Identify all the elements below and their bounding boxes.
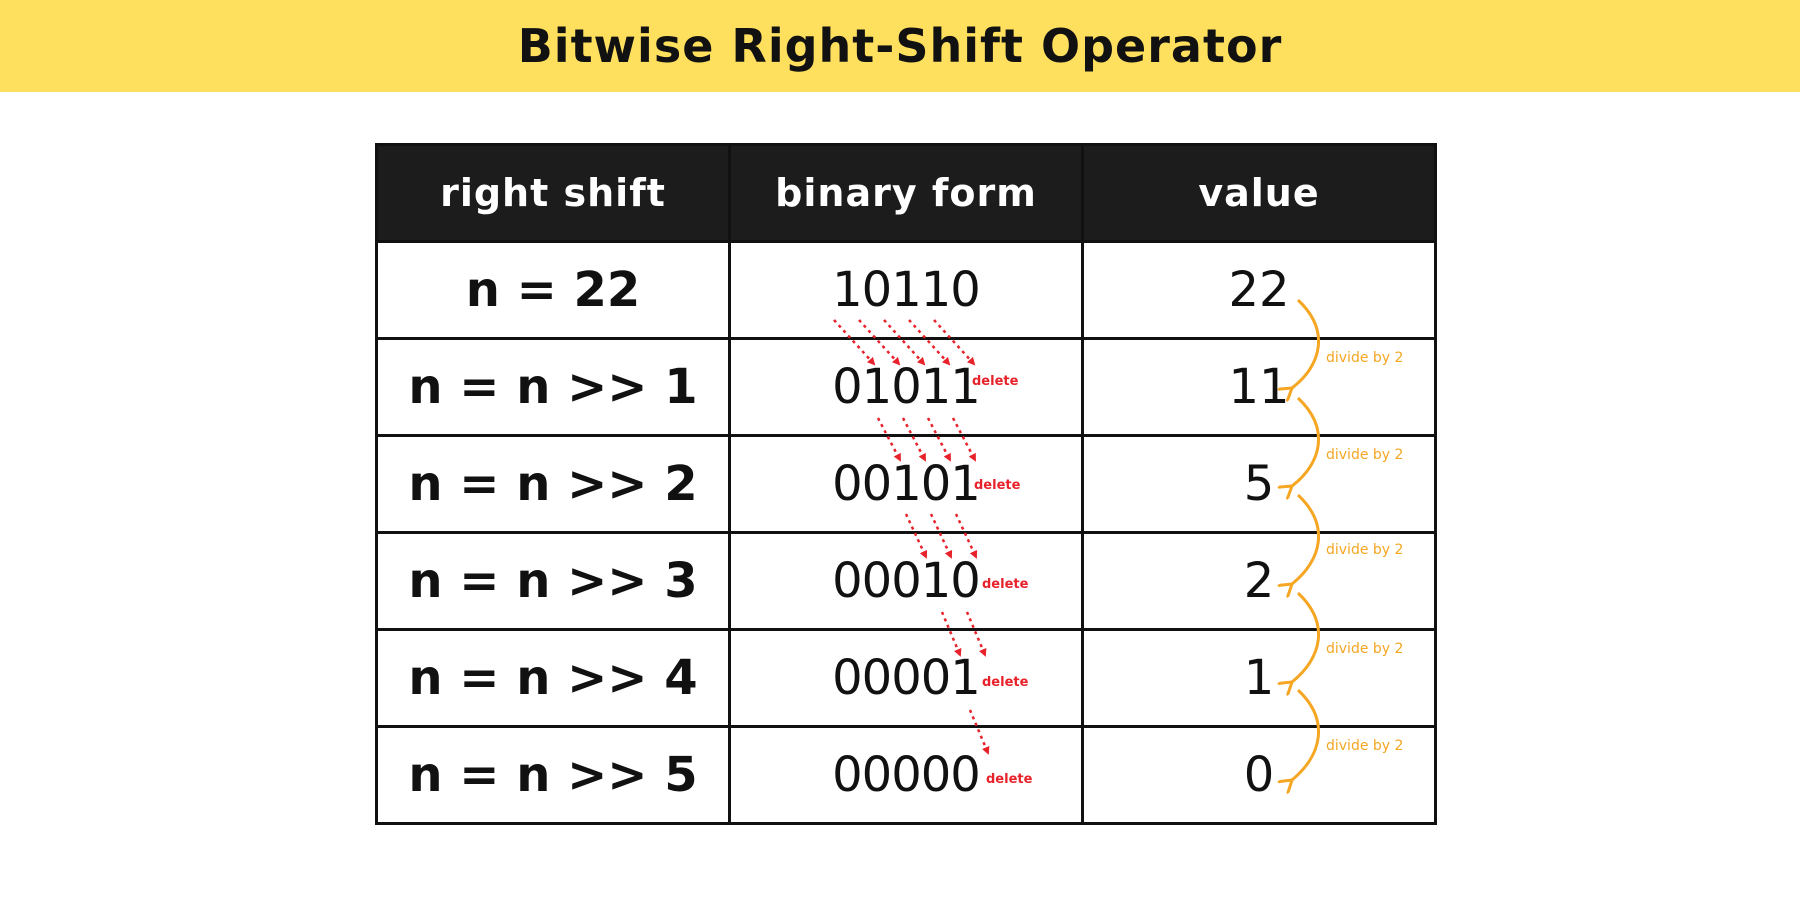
shift-table: right shift binary form value n = 22 101… (375, 143, 1437, 825)
header-right-shift: right shift (375, 143, 731, 243)
table-row: n = n >> 1 01011 11 (375, 337, 1437, 437)
binary-cell: 00101 (728, 434, 1084, 534)
table-row: n = 22 10110 22 (375, 240, 1437, 340)
value-cell: 5 (1081, 434, 1437, 534)
value-cell: 0 (1081, 725, 1437, 825)
binary-cell: 00000 (728, 725, 1084, 825)
value-cell: 2 (1081, 531, 1437, 631)
expr-cell: n = n >> 5 (375, 725, 731, 825)
table-row: n = n >> 4 00001 1 (375, 628, 1437, 728)
header-value: value (1081, 143, 1437, 243)
expr-cell: n = n >> 4 (375, 628, 731, 728)
table-row: n = n >> 3 00010 2 (375, 531, 1437, 631)
expr-cell: n = 22 (375, 240, 731, 340)
expr-cell: n = n >> 2 (375, 434, 731, 534)
expr-cell: n = n >> 3 (375, 531, 731, 631)
binary-cell: 01011 (728, 337, 1084, 437)
title-banner: Bitwise Right-Shift Operator (0, 0, 1800, 92)
expr-cell: n = n >> 1 (375, 337, 731, 437)
header-binary-form: binary form (728, 143, 1084, 243)
binary-cell: 10110 (728, 240, 1084, 340)
table-row: n = n >> 5 00000 0 (375, 725, 1437, 825)
header-row: right shift binary form value (375, 143, 1437, 243)
value-cell: 22 (1081, 240, 1437, 340)
binary-cell: 00010 (728, 531, 1084, 631)
page-title: Bitwise Right-Shift Operator (517, 19, 1283, 73)
table-row: n = n >> 2 00101 5 (375, 434, 1437, 534)
binary-cell: 00001 (728, 628, 1084, 728)
value-cell: 1 (1081, 628, 1437, 728)
value-cell: 11 (1081, 337, 1437, 437)
